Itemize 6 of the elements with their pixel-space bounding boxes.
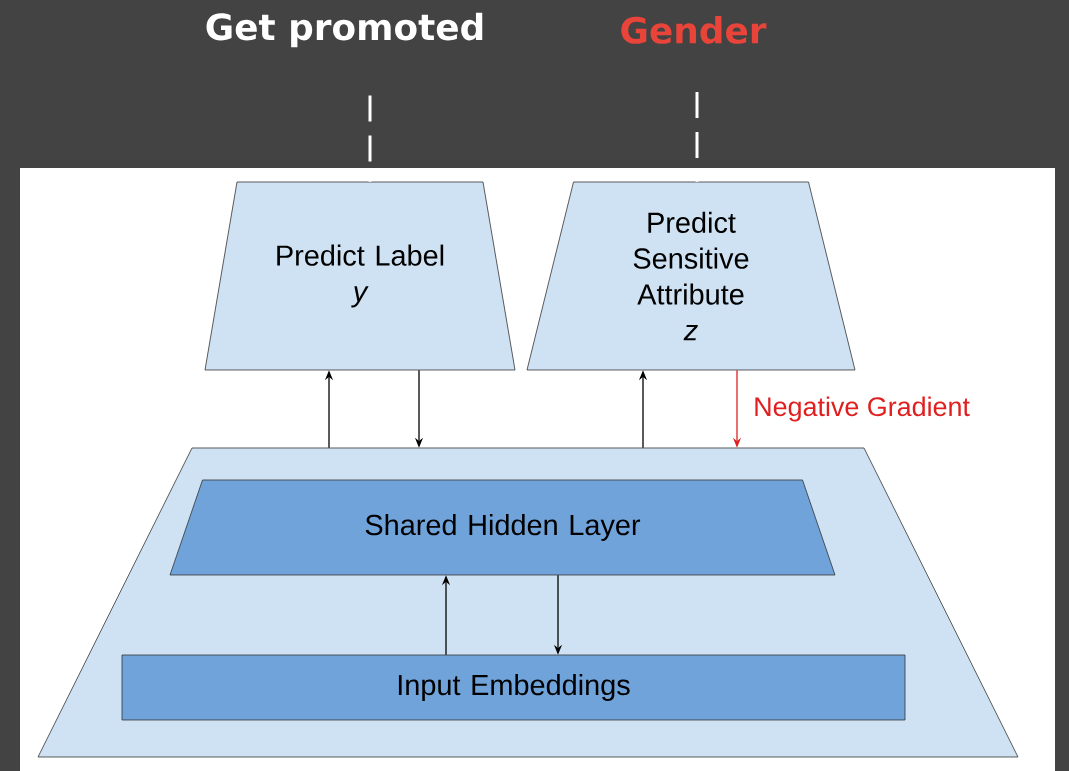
edge-label: Negative Gradient [751,394,972,424]
trapezoid-box: Shared Hidden Layer [169,479,836,576]
process-box: Input Embeddings [121,654,906,721]
trapezoid-box: Predict Sensitive Attribute z [526,181,856,371]
heading-text: Get promoted [206,12,483,48]
heading-text: Gender [621,16,767,44]
